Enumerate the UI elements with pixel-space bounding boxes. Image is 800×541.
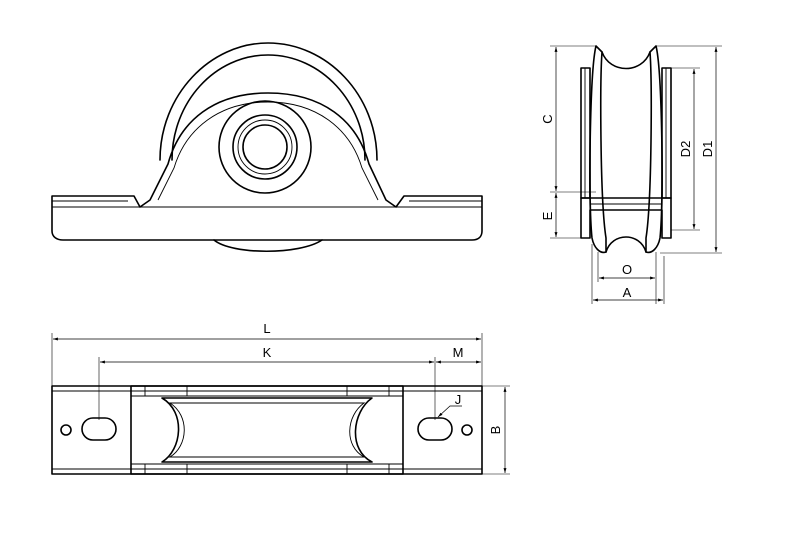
- label-M: M: [453, 345, 464, 360]
- slot-left: [81, 417, 117, 441]
- bearing-ring: [237, 119, 293, 175]
- bearing-outer: [232, 114, 298, 180]
- wheel-groove-bottom: [605, 236, 647, 253]
- label-O: O: [622, 262, 632, 277]
- hub-outer: [218, 100, 312, 194]
- side-plate-right: [661, 67, 672, 199]
- leader-J: [437, 405, 462, 418]
- top-view: [51, 333, 510, 475]
- label-K: K: [263, 345, 272, 360]
- label-L: L: [263, 321, 270, 336]
- bracket-rib-right: [267, 101, 379, 201]
- label-E: E: [540, 211, 555, 220]
- wheel-outline: [159, 42, 378, 161]
- wheel-top-inner: [168, 402, 366, 458]
- label-D2: D2: [678, 141, 693, 158]
- label-B: B: [488, 426, 503, 435]
- hole-left-small: [60, 424, 72, 436]
- label-A: A: [623, 285, 632, 300]
- slot-right: [417, 417, 453, 441]
- wheel-bottom: [213, 239, 323, 252]
- bearing-bore: [242, 124, 288, 170]
- front-view: [51, 42, 483, 252]
- label-D1: D1: [700, 141, 715, 158]
- side-plate-left: [580, 67, 591, 199]
- wheel-groove-top: [601, 51, 651, 70]
- wheel-left-flange: [589, 45, 607, 254]
- side-view: [550, 45, 722, 304]
- hole-right-small: [461, 424, 473, 436]
- wheel-top-outline: [161, 397, 373, 463]
- wheel-inner-rim: [171, 54, 366, 161]
- label-C: C: [540, 114, 555, 123]
- bracket-rib-left: [157, 101, 269, 201]
- label-J: J: [455, 392, 462, 407]
- wheel-right-flange: [645, 45, 663, 254]
- bracket-body: [51, 92, 483, 241]
- bracket-top: [130, 385, 404, 475]
